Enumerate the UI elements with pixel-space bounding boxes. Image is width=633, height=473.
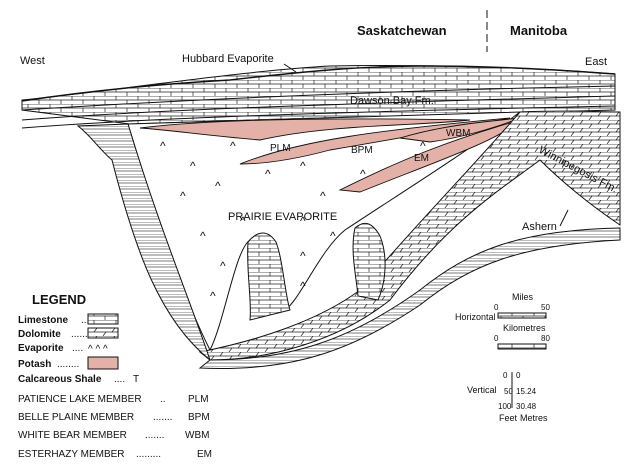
svg-text:^: ^: [300, 214, 306, 228]
miles-tick-1: 50: [541, 303, 550, 312]
miles-bar: [497, 312, 547, 319]
legend-limestone-symbol: [87, 313, 119, 325]
svg-text:^: ^: [330, 229, 336, 243]
svg-text:^: ^: [200, 229, 206, 243]
scale-bars: Miles 0 50 Horizontal Kilometres 0 80 0 …: [455, 292, 550, 423]
bpm-label: BPM: [351, 145, 373, 156]
plm-label: PLM: [270, 143, 291, 154]
svg-text:^: ^: [220, 259, 226, 273]
svg-text:^: ^: [420, 139, 426, 153]
legend: LEGEND Limestone .......... Dolomite ...…: [18, 292, 212, 460]
km-title: Kilometres: [503, 323, 546, 333]
legend-potash-dots: ........: [57, 359, 79, 370]
member-wbm-abbr: WBM: [185, 430, 209, 441]
wbm-label: WBM: [446, 128, 470, 139]
winnipegosis-strata: [198, 110, 621, 361]
legend-shale-symbol: T: [133, 374, 139, 385]
svg-text:^: ^: [300, 279, 306, 293]
legend-dolomite-symbol: [87, 327, 119, 339]
province-left-label: Saskatchewan: [357, 23, 447, 38]
legend-potash-symbol: [87, 356, 119, 370]
svg-text:^: ^: [320, 189, 326, 203]
legend-dolomite-dots: ..........: [71, 329, 99, 340]
member-plm-dots: ..: [160, 394, 166, 405]
member-bpm-dots: .......: [153, 412, 172, 423]
legend-evaporite-symbol: ^ ^ ^: [88, 344, 108, 355]
member-bpm-abbr: BPM: [188, 412, 210, 423]
legend-evaporite-label: Evaporite: [18, 343, 64, 354]
evaporite-basin: [127, 111, 522, 352]
svg-text:^: ^: [215, 179, 221, 193]
svg-text:^: ^: [210, 289, 216, 303]
svg-text:^: ^: [230, 139, 236, 153]
ashern-leader: [559, 209, 569, 227]
metre-value-0: 0: [516, 371, 521, 380]
west-label: West: [20, 55, 45, 67]
legend-evaporite-dots: ....: [72, 343, 83, 354]
svg-text:^: ^: [300, 159, 306, 173]
svg-text:^: ^: [300, 249, 306, 263]
member-em-abbr: EM: [197, 449, 212, 460]
legend-shale-label: Calcareous Shale: [18, 374, 102, 385]
svg-text:^: ^: [360, 167, 366, 181]
svg-text:^: ^: [190, 159, 196, 173]
member-wbm-name: WHITE BEAR MEMBER: [18, 430, 127, 441]
member-plm-name: PATIENCE LAKE MEMBER: [18, 394, 142, 405]
potash-members: [139, 117, 522, 193]
feet-value-0: 0: [503, 371, 508, 380]
legend-dolomite-label: Dolomite: [18, 329, 61, 340]
svg-text:^: ^: [240, 214, 246, 228]
feet-title: Feet: [499, 413, 518, 423]
vertical-label: Vertical: [467, 385, 497, 395]
miles-title: Miles: [512, 292, 534, 302]
member-wbm-dots: .......: [145, 430, 164, 441]
member-em-dots: .........: [136, 449, 161, 460]
svg-text:^: ^: [265, 167, 271, 181]
svg-text:^: ^: [180, 189, 186, 203]
metres-title: Metres: [520, 413, 548, 423]
member-em-name: ESTERHAZY MEMBER: [18, 449, 125, 460]
province-right-label: Manitoba: [510, 23, 568, 38]
plm-layer: [139, 118, 471, 141]
horizontal-label: Horizontal: [455, 312, 496, 322]
evaporite-marks: ^ ^ ^ ^ ^ ^ ^ ^ ^ ^ ^ ^ ^ ^ ^ ^ ^ ^: [160, 139, 426, 303]
svg-text:^: ^: [160, 139, 166, 153]
hubbard-leader: [283, 63, 297, 73]
miles-tick-0: 0: [494, 303, 499, 312]
ashern-label: Ashern: [522, 221, 557, 233]
dawson-label: Dawson Bay Fm.: [350, 95, 434, 107]
east-label: East: [585, 56, 607, 68]
km-tick-0: 0: [494, 334, 499, 343]
basin-shale: [76, 123, 621, 369]
em-label: EM: [414, 153, 429, 164]
feet-value-2: 100: [498, 402, 512, 411]
legend-limestone-label: Limestone: [18, 315, 68, 326]
member-plm-abbr: PLM: [188, 394, 209, 405]
prairie-label: PRAIRIE EVAPORITE: [228, 211, 337, 223]
metre-value-1: 15.24: [516, 387, 537, 396]
legend-potash-label: Potash: [18, 359, 51, 370]
legend-shale-dots: ....: [114, 374, 125, 385]
km-bar: [497, 343, 547, 350]
metre-value-2: 30.48: [516, 402, 537, 411]
legend-title: LEGEND: [32, 292, 86, 307]
feet-value-1: 50: [504, 387, 513, 396]
hubbard-label: Hubbard Evaporite: [182, 53, 274, 65]
km-tick-1: 80: [541, 334, 550, 343]
member-bpm-name: BELLE PLAINE MEMBER: [18, 412, 134, 423]
